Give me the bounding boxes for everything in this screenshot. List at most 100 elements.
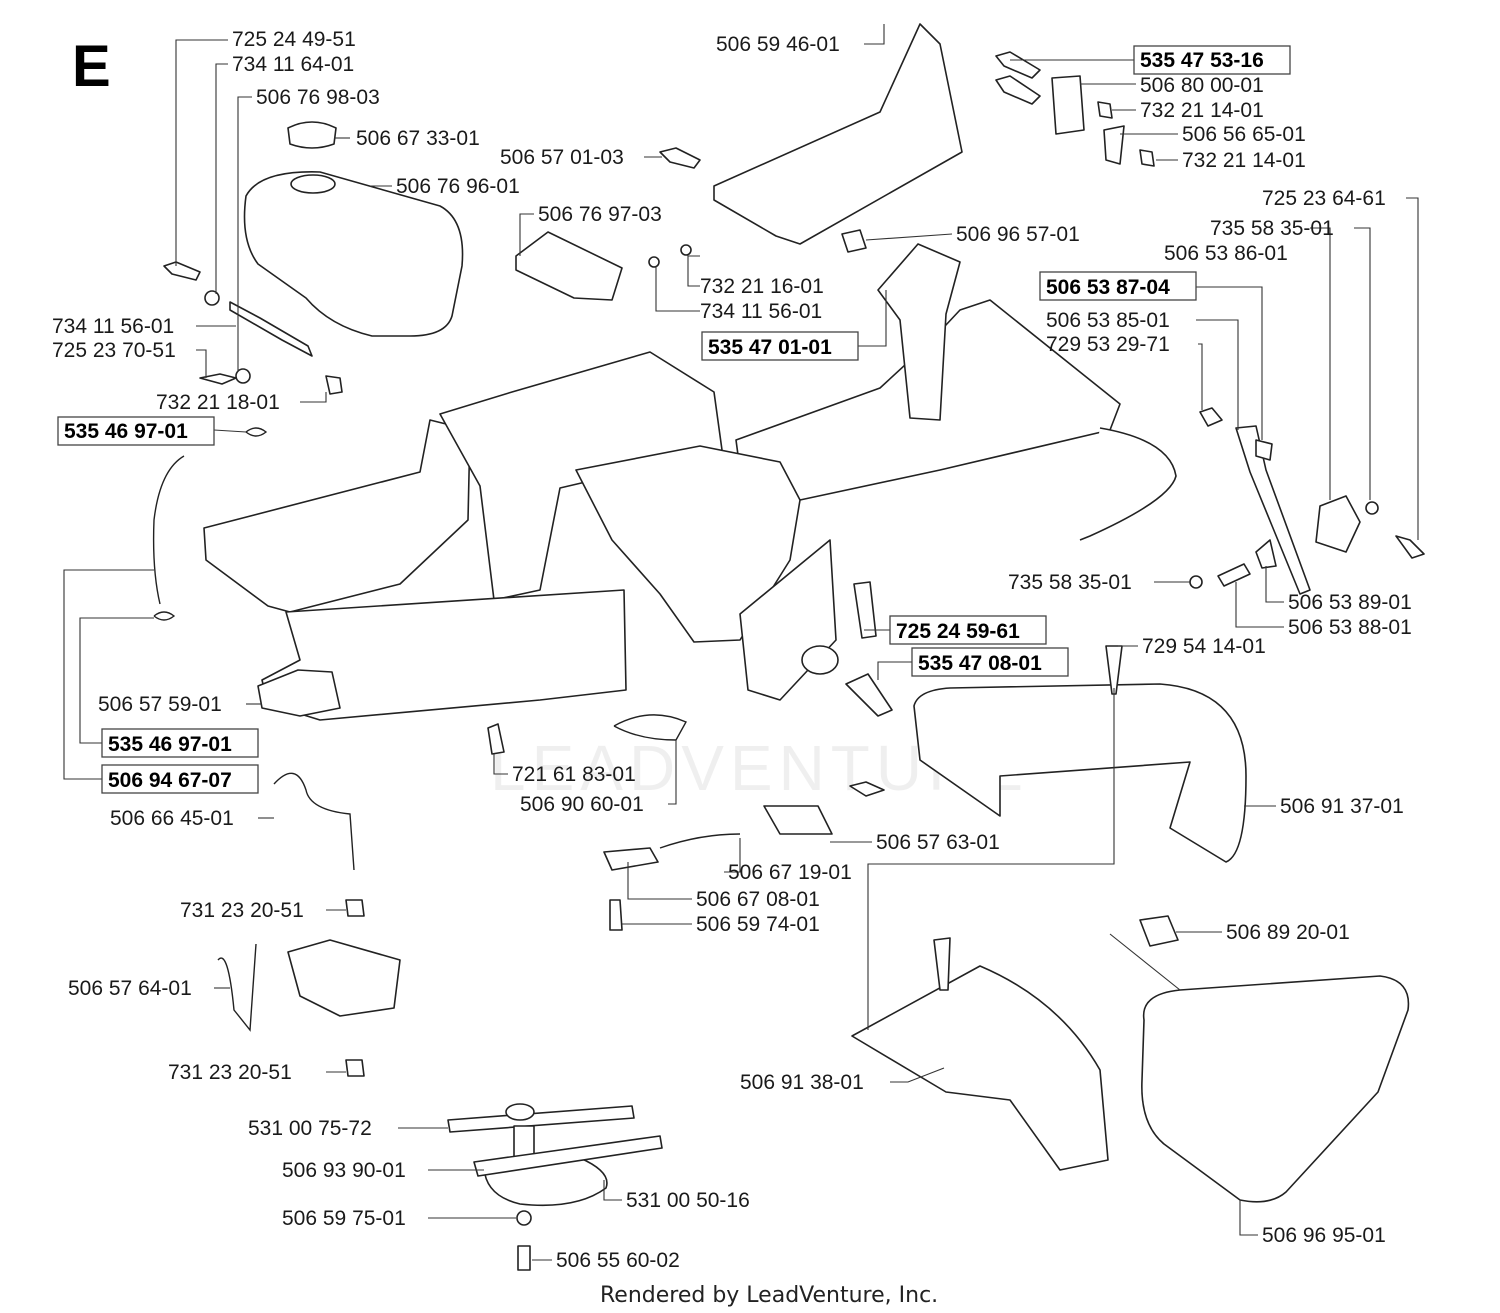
part-label[interactable]: 535 46 97-01 xyxy=(108,733,232,756)
part-label[interactable]: 535 47 53-16 xyxy=(1140,49,1264,72)
part-label[interactable]: 506 53 87-04 xyxy=(1046,276,1170,299)
part-label[interactable]: 506 57 63-01 xyxy=(876,831,1000,854)
part-label[interactable]: 506 91 37-01 xyxy=(1280,795,1404,818)
part-label[interactable]: 725 24 49-51 xyxy=(232,28,356,51)
pedal-tube xyxy=(1079,427,1177,541)
part-label[interactable]: 506 55 60-02 xyxy=(556,1249,680,1272)
bolt-725-23-64-61 xyxy=(1395,535,1425,559)
part-label[interactable]: 735 58 35-01 xyxy=(1008,571,1132,594)
pivot-pin xyxy=(845,673,893,717)
fuel-tank-neck xyxy=(290,174,336,194)
label-box xyxy=(911,647,1069,677)
part-label[interactable]: 725 23 64-61 xyxy=(1262,187,1386,210)
part-label[interactable]: 725 23 70-51 xyxy=(52,339,176,362)
part-label[interactable]: 506 57 64-01 xyxy=(68,977,192,1000)
part-label[interactable]: 506 53 89-01 xyxy=(1288,591,1412,614)
bolt-535-47-53-16-b xyxy=(995,75,1041,105)
bolt-506-57-01-03 xyxy=(659,147,701,169)
part-label[interactable]: 506 57 01-03 xyxy=(500,146,624,169)
part-label[interactable]: 732 21 14-01 xyxy=(1140,99,1264,122)
part-label[interactable]: 506 89 20-01 xyxy=(1226,921,1350,944)
label-box xyxy=(101,764,259,794)
nut-731-23-20-51-a xyxy=(345,899,365,917)
part-label[interactable]: 506 76 98-03 xyxy=(256,86,380,109)
section-letter: E xyxy=(72,34,111,99)
part-label[interactable]: 506 56 65-01 xyxy=(1182,123,1306,146)
part-label[interactable]: 506 94 67-07 xyxy=(108,769,232,792)
spring-506-90-60-01 xyxy=(613,714,687,741)
nut-mount xyxy=(680,244,692,256)
hose-clamp-top xyxy=(245,427,268,437)
part-label[interactable]: 734 11 56-01 xyxy=(700,300,822,323)
part-label[interactable]: 731 23 20-51 xyxy=(168,1061,292,1084)
washer-506-59-75-01 xyxy=(516,1210,532,1226)
part-label[interactable]: 535 46 97-01 xyxy=(64,420,188,443)
screw-side xyxy=(849,781,885,797)
part-label[interactable]: 731 23 20-51 xyxy=(180,899,304,922)
part-label[interactable]: 729 54 14-01 xyxy=(1142,635,1266,658)
spring-clip xyxy=(1255,539,1277,569)
hose-clamp-bottom xyxy=(153,611,176,621)
part-label[interactable]: 735 58 35-01 xyxy=(1210,217,1334,240)
washer-735-58-35-01-lower xyxy=(1189,575,1203,589)
fuel-cap xyxy=(287,121,337,149)
part-label[interactable]: 506 59 46-01 xyxy=(716,33,840,56)
nut-732-21-14-01-b xyxy=(1139,149,1155,167)
rod-506-57-64-01 xyxy=(217,943,257,1032)
part-label[interactable]: 721 61 83-01 xyxy=(512,763,636,786)
washer-mount xyxy=(648,256,660,268)
part-label[interactable]: 506 53 86-01 xyxy=(1164,242,1288,265)
footer-credit: Rendered by LeadVenture, Inc. xyxy=(600,1283,938,1308)
nut-732-21-18-01 xyxy=(325,375,343,395)
part-label[interactable]: 506 67 33-01 xyxy=(356,127,480,150)
part-label[interactable]: 506 53 88-01 xyxy=(1288,616,1412,639)
part-label[interactable]: 531 00 75-72 xyxy=(248,1117,372,1140)
part-label[interactable]: 506 90 60-01 xyxy=(520,793,644,816)
part-label[interactable]: 732 21 18-01 xyxy=(156,391,280,414)
part-label[interactable]: 506 67 19-01 xyxy=(728,861,852,884)
part-label[interactable]: 506 96 95-01 xyxy=(1262,1224,1386,1247)
upright-bracket xyxy=(877,243,961,421)
part-label[interactable]: 506 93 90-01 xyxy=(282,1159,406,1182)
part-label[interactable]: 732 21 16-01 xyxy=(700,275,824,298)
lower-plate xyxy=(261,589,627,721)
mount-bracket xyxy=(515,231,623,301)
pulley-nut xyxy=(505,1103,535,1121)
part-label[interactable]: 734 11 56-01 xyxy=(52,315,174,338)
pivot-plate xyxy=(1315,495,1361,553)
part-label[interactable]: 506 67 08-01 xyxy=(696,888,820,911)
part-label[interactable]: 535 47 08-01 xyxy=(918,652,1042,675)
part-label[interactable]: 506 66 45-01 xyxy=(110,807,234,830)
washer-left xyxy=(204,290,220,306)
bolt-729-53-29-71 xyxy=(1199,407,1223,427)
part-label[interactable]: 506 53 85-01 xyxy=(1046,309,1170,332)
part-label[interactable]: 725 24 59-61 xyxy=(896,620,1020,643)
part-label[interactable]: 506 91 38-01 xyxy=(740,1071,864,1094)
screw-729-54-14-01 xyxy=(1105,645,1123,695)
part-label[interactable]: 506 80 00-01 xyxy=(1140,74,1264,97)
part-label[interactable]: 506 57 59-01 xyxy=(98,693,222,716)
grommet-506-96-57-01 xyxy=(841,229,867,253)
part-label[interactable]: 729 53 29-71 xyxy=(1046,333,1170,356)
label-box xyxy=(1039,271,1197,301)
part-label[interactable]: 506 59 74-01 xyxy=(696,913,820,936)
blade-bar xyxy=(447,1105,635,1133)
lever-linkage xyxy=(1235,425,1311,595)
part-label[interactable]: 506 76 97-03 xyxy=(538,203,662,226)
part-illustrations xyxy=(152,23,1425,1271)
bolt-506-59-74-01 xyxy=(609,899,623,931)
label-box xyxy=(101,728,259,758)
part-label[interactable]: 506 96 57-01 xyxy=(956,223,1080,246)
chute-506-91-38-01 xyxy=(851,965,1109,1171)
screw-chute xyxy=(933,937,951,991)
pivot-bushing xyxy=(801,645,839,675)
part-label[interactable]: 506 59 75-01 xyxy=(282,1207,406,1230)
plate-506-67-08-01 xyxy=(603,847,659,871)
clip-506-53-87-04 xyxy=(1255,439,1273,461)
part-label[interactable]: 506 76 96-01 xyxy=(396,175,520,198)
part-label[interactable]: 734 11 64-01 xyxy=(232,53,354,76)
part-label[interactable]: 535 47 01-01 xyxy=(708,336,832,359)
part-label[interactable]: 732 21 14-01 xyxy=(1182,149,1306,172)
part-label[interactable]: 531 00 50-16 xyxy=(626,1189,750,1212)
